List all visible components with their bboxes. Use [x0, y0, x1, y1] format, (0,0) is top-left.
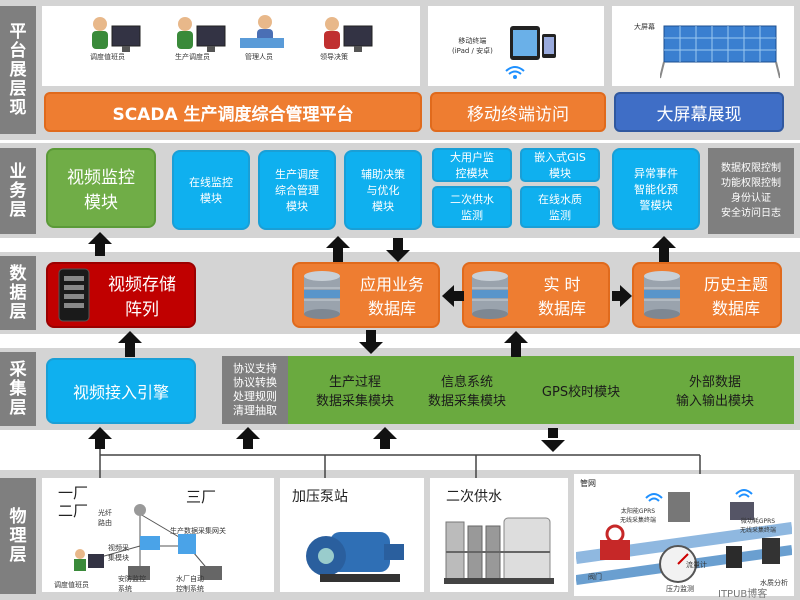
- gis-module: 嵌入式GIS 模块: [520, 148, 600, 182]
- arrow-engine-to-storage: [118, 331, 142, 357]
- tablet-icon: [510, 26, 556, 60]
- protocol-panel: 协议支持 协议转换 处理规则 清理抽取: [222, 356, 288, 424]
- database-icon: [472, 271, 508, 319]
- pipe-network-label: 管网: [580, 479, 596, 488]
- pipe-network-diagram: [576, 489, 792, 585]
- secondary-water-module: 二次供水 监测: [432, 186, 512, 228]
- workstation-2-icon: [177, 17, 226, 52]
- wifi-icon: [645, 493, 663, 502]
- production-collect-module: 生产过程 数据采集模块: [315, 375, 394, 409]
- workstation-label-1: 调度值班员: [90, 53, 125, 61]
- scada-platform: SCADA 生产调度综合管理平台: [44, 92, 422, 132]
- storage-device-icon: [58, 268, 90, 322]
- pipe-label-flowmeter: 流量计: [686, 561, 707, 569]
- pipe-label-solar: 太阳能GPRS 无线采集终端: [620, 508, 657, 524]
- mobile-access: 移动终端访问: [430, 92, 606, 132]
- online-monitor-module: 在线监控 模块: [172, 150, 250, 230]
- database-icon: [644, 271, 680, 319]
- video-storage-label: 视频存储 阵列: [108, 275, 176, 320]
- alarm-module: 异常事件 智能化预 警模块: [612, 148, 700, 230]
- pipe-label-pressure: 压力监测: [666, 585, 694, 593]
- factory-left-label: 一厂 二厂: [58, 484, 89, 520]
- arrow-appdb-to-collect: [359, 330, 383, 354]
- history-db-label: 历史主题 数据库: [703, 275, 768, 318]
- video-monitor-module: 视频监控 模块: [46, 148, 156, 228]
- wifi-icon: [505, 66, 525, 79]
- gps-module: GPS校时模块: [541, 384, 621, 400]
- terminal-icon: [668, 492, 754, 522]
- pump-icon: [306, 532, 404, 582]
- workstation-3-icon: [240, 15, 284, 48]
- arrow-business-to-appdb: [386, 238, 410, 262]
- mobile-caption: 移动终端 (iPad / 安卓): [452, 37, 493, 55]
- factory-panel: [42, 478, 274, 592]
- pipe-label-lowpower: 微功耗GPRS 无线采集终端: [740, 518, 777, 534]
- water-quality-icon: [762, 538, 780, 564]
- net-label-gateway: 生产数据采集网关: [170, 527, 226, 535]
- layer-platform: 平 台 展 层 现: [0, 6, 36, 134]
- arrow-realtime-to-appdb: [442, 285, 464, 307]
- pump-station-label: 加压泵站: [292, 489, 348, 505]
- workstation-4-icon: [324, 17, 373, 52]
- app-db-label: 应用业务 数据库: [359, 275, 424, 318]
- workstation-1-icon: [92, 17, 141, 52]
- net-label-operator: 调度值班员: [54, 581, 89, 589]
- net-label-security: 安防监控 系统: [118, 575, 146, 593]
- security-panel: 数据权限控制 功能权限控制 身份认证 安全访问日志: [708, 148, 794, 234]
- bigscreen-caption: 大屏幕: [634, 23, 655, 31]
- factory-right-label: 三厂: [186, 488, 217, 506]
- decision-optimize-module: 辅助决策 与优化 模块: [344, 150, 422, 230]
- arrow-physical-to-prod: [373, 427, 397, 449]
- bigscreen-display: 大屏幕展现: [614, 92, 784, 132]
- net-label-video-collect: 视频采 集模块: [108, 544, 129, 562]
- net-label-router: 光纤 路由: [98, 509, 112, 527]
- arrow-physical-to-protocol: [236, 427, 260, 449]
- collect-modules-bar: [288, 356, 794, 424]
- secondary-supply-label: 二次供水: [446, 489, 502, 505]
- external-io-module: 外部数据 输入输出模块: [675, 375, 754, 409]
- layer-physical: 物 理 层: [0, 478, 36, 594]
- factory-network-diagram: [74, 504, 222, 580]
- net-label-plant-control: 水厂自动 控制系统: [176, 575, 204, 593]
- arrow-physical-to-engine: [88, 427, 112, 449]
- arrow-collect-to-physical: [541, 428, 565, 452]
- production-dispatch-module: 生产调度 综合管理 模块: [258, 150, 336, 230]
- workstation-label-3: 管理人员: [245, 53, 273, 61]
- watermark: ITPUB博客: [718, 589, 768, 600]
- arrow-appdb-to-business: [326, 236, 350, 262]
- flowmeter-icon: [726, 546, 742, 568]
- layer-business: 业 务 层: [0, 148, 36, 234]
- layer-collect: 采 集 层: [0, 352, 36, 426]
- arrow-storage-to-video: [88, 232, 112, 256]
- bigscreen-icon: [660, 25, 780, 79]
- workstation-label-4: 领导决策: [320, 53, 348, 61]
- workstation-label-2: 生产调度员: [175, 53, 210, 61]
- video-access-engine: 视频接入引擎: [46, 358, 196, 424]
- database-icon: [304, 271, 340, 319]
- pipe-label-valve: 阀门: [588, 573, 602, 581]
- arrow-collect-to-realtime: [504, 331, 528, 357]
- secondary-supply-icon: [444, 517, 554, 584]
- workstation-icons: [92, 15, 373, 52]
- realtime-db-label: 实 时 数据库: [537, 275, 586, 318]
- layer-data: 数 据 层: [0, 256, 36, 330]
- arrow-realtime-to-history: [612, 285, 632, 307]
- pressure-gauge-icon: [659, 545, 697, 583]
- info-collect-module: 信息系统 数据采集模块: [427, 375, 506, 409]
- water-quality-module: 在线水质 监测: [520, 186, 600, 228]
- wifi-icon: [735, 489, 753, 498]
- valve-icon: [600, 524, 630, 560]
- big-user-module: 大用户监 控模块: [432, 148, 512, 182]
- pipe-label-quality: 水质分析: [760, 579, 788, 587]
- arrow-history-to-alarm: [652, 236, 676, 262]
